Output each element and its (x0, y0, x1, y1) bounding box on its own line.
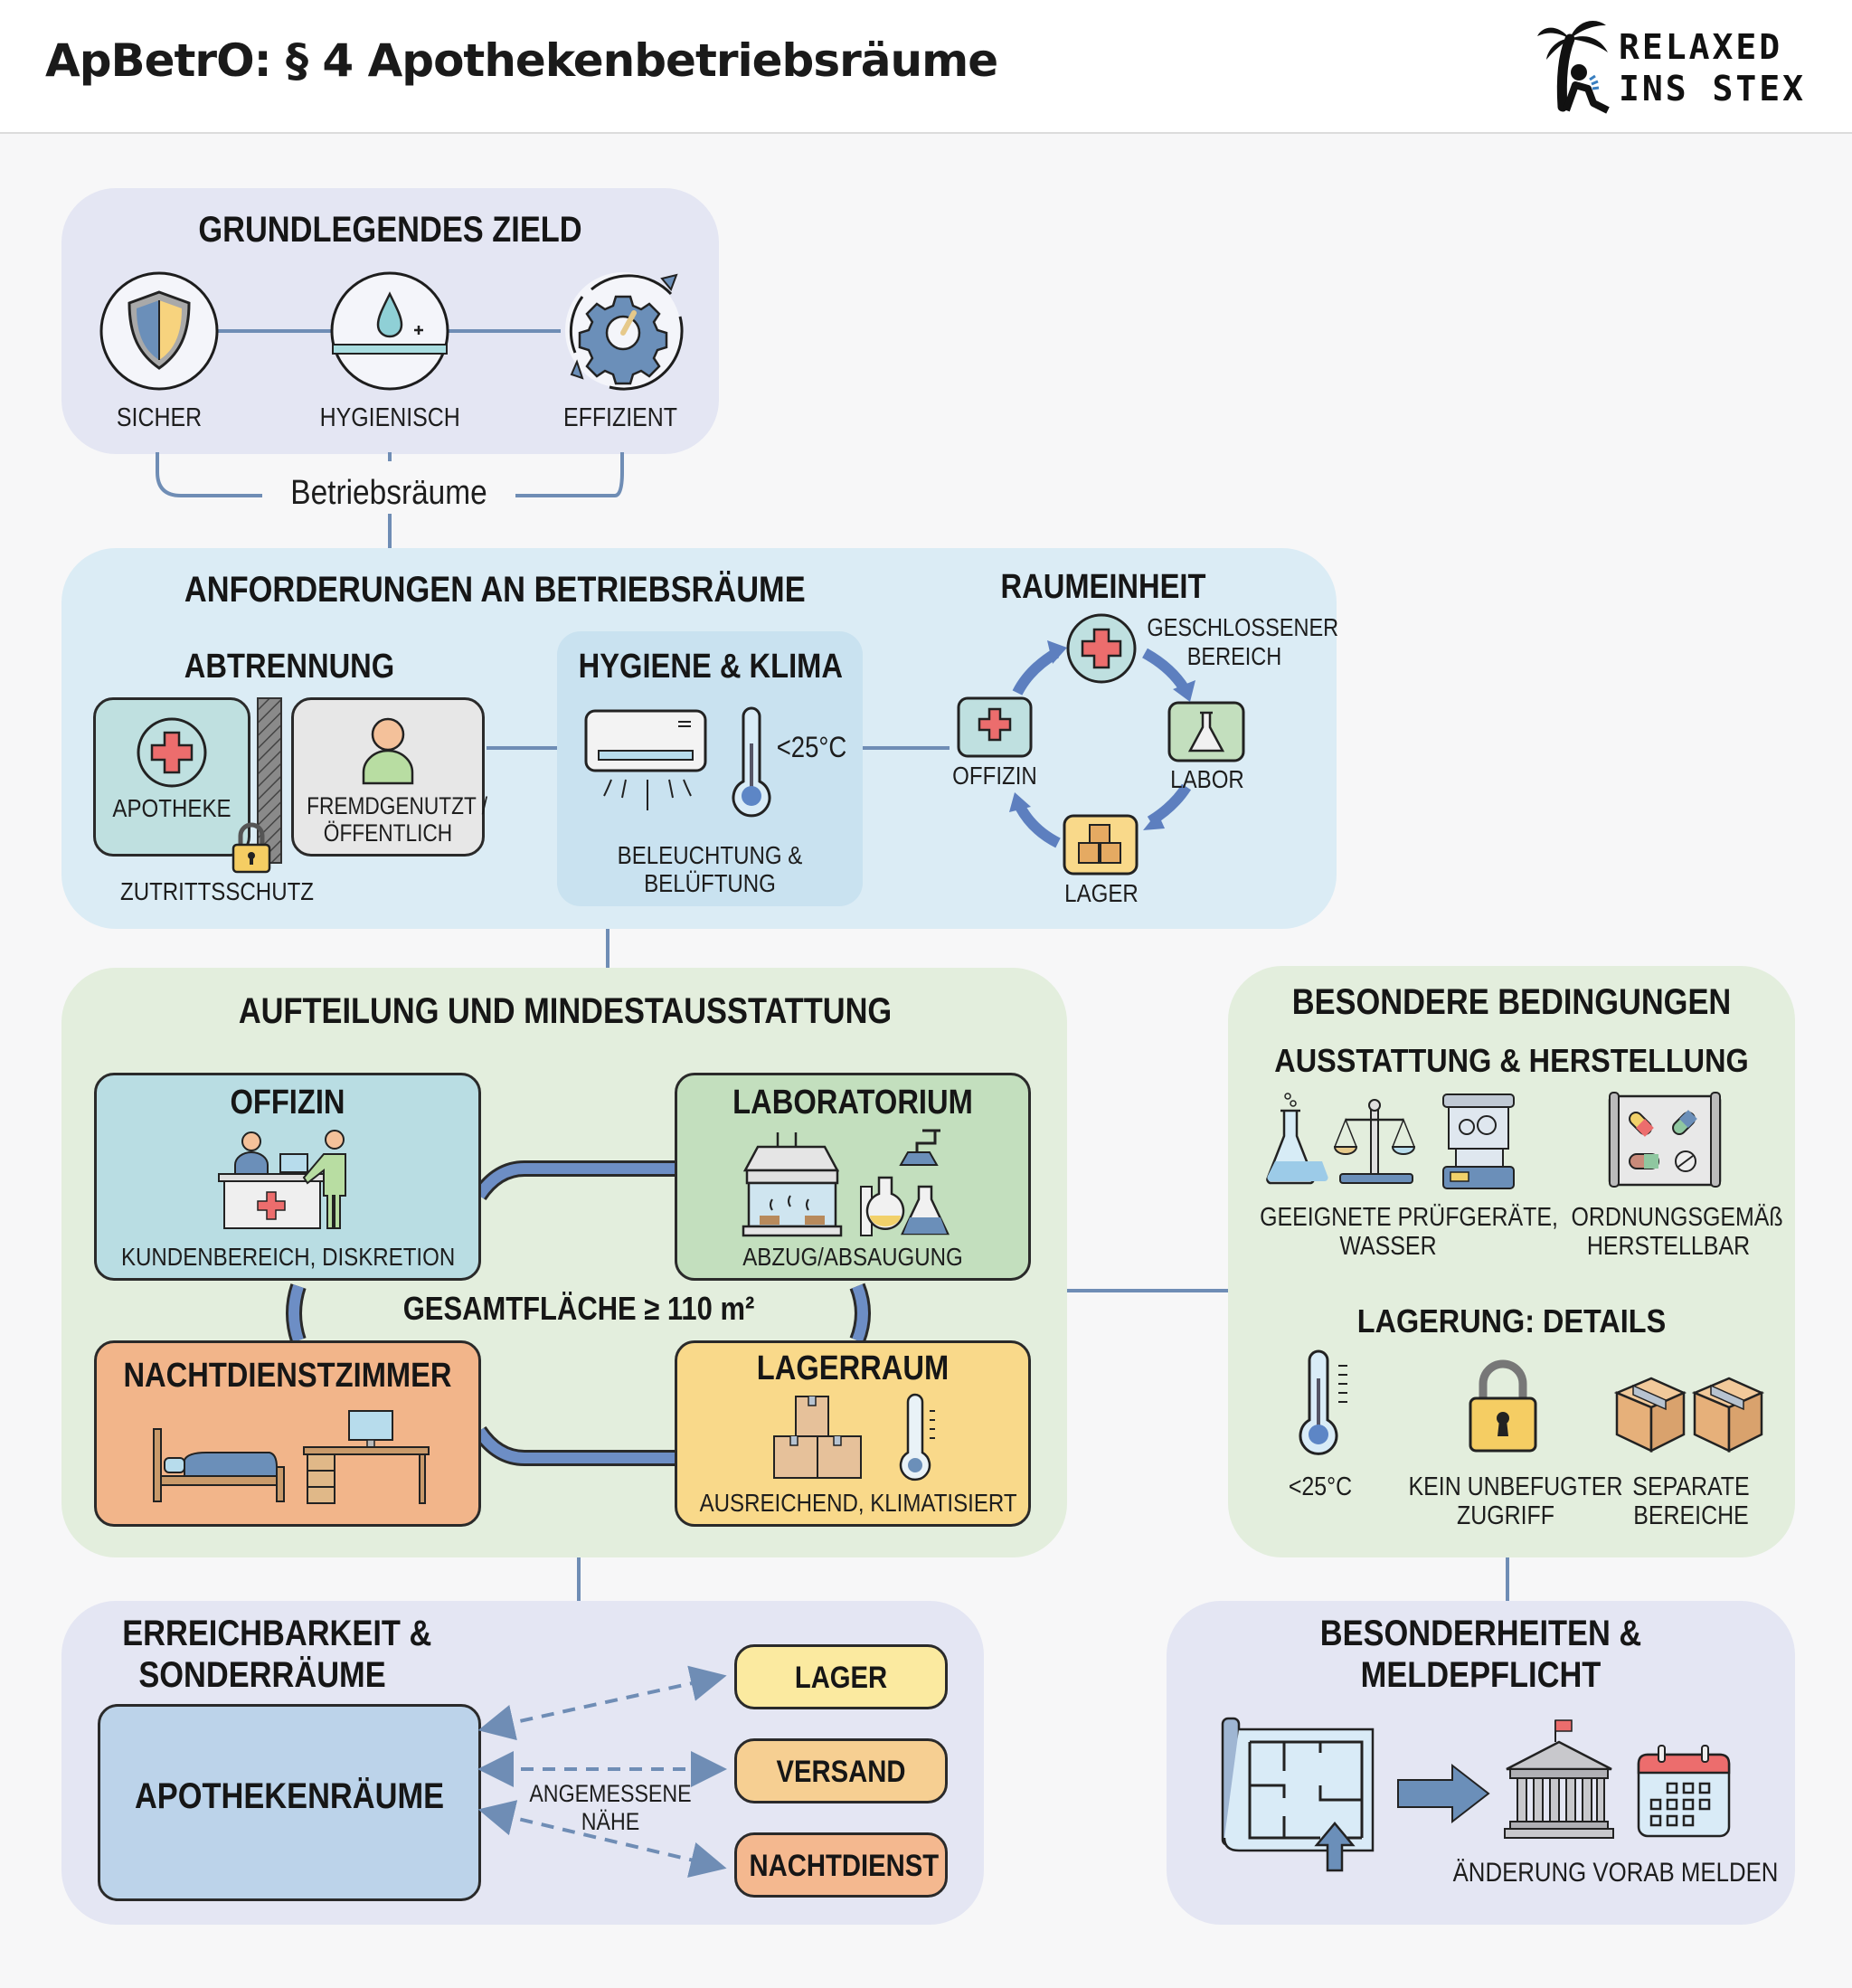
lab-equipment-icon (1266, 1093, 1515, 1189)
reporting-title-1: BESONDERHEITEN & (1319, 1614, 1642, 1653)
special-conditions-title: BESONDERE BEDINGUNGEN (1291, 982, 1732, 1022)
special-room-lager-label: LAGER (794, 1661, 888, 1695)
storage-label-separate-2: BEREICHE (1633, 1501, 1749, 1530)
logo-line1: RELAXED (1619, 27, 1783, 67)
special-room-versand (734, 1738, 948, 1803)
room-caption-lagerraum: AUSREICHEND, KLIMATISIERT (699, 1489, 1017, 1517)
vertical-connector-2 (577, 1557, 581, 1601)
room-caption-offizin: KUNDENBEREICH, DISKRETION (120, 1243, 456, 1271)
authority-building-icon (1504, 1719, 1614, 1839)
reachability-title-2: SONDERRÄUME (138, 1655, 386, 1695)
palm-tree-reader-icon (1537, 21, 1610, 114)
storage-label-access-2: ZUGRIFF (1456, 1501, 1555, 1530)
goal-label-effizient: EFFIZIENT (562, 403, 678, 432)
room-name-nachtdienstzimmer: NACHTDIENSTZIMMER (123, 1357, 452, 1395)
proximity-label-1: ANGEMESSENE (529, 1780, 692, 1807)
main-room-label: APOTHEKENRÄUME (134, 1776, 445, 1816)
proximity-arrows (477, 1665, 727, 1878)
equipment-title: AUSSTATTUNG & HERSTELLUNG (1274, 1042, 1749, 1079)
room-unit-center-label-2: BEREICH (1186, 642, 1282, 670)
room-name-lagerraum: LAGERRAUM (756, 1349, 950, 1387)
pharmacy-counter-icon (218, 1130, 346, 1229)
hygiene-caption-2: BELÜFTUNG (644, 869, 776, 897)
thermometer-icon (732, 706, 771, 818)
goal-label-hygienisch: HYGIENISCH (319, 403, 460, 432)
temperature-label: <25°C (776, 731, 847, 763)
proximity-label-2: NÄHE (581, 1808, 640, 1835)
reporting-caption: ÄNDERUNG VORAB MELDEN (1452, 1858, 1779, 1888)
storage-label-temperature: <25°C (1288, 1472, 1353, 1501)
req-connector-2 (863, 746, 950, 750)
room-card-lagerraum (675, 1340, 1031, 1527)
separation-title: ABTRENNUNG (184, 648, 395, 686)
padlock-icon (232, 822, 271, 874)
room-unit-node-lager: LAGER (1064, 879, 1139, 907)
room-card-laboratorium (675, 1073, 1031, 1281)
special-room-versand-label: VERSAND (776, 1755, 906, 1789)
calendar-icon (1637, 1745, 1731, 1838)
logo-line2: INS STEX (1619, 69, 1807, 109)
equipment-label-2b: HERSTELLBAR (1586, 1232, 1751, 1261)
public-area-label-1: FREMDGENUTZT / (307, 792, 488, 819)
hygiene-caption-1: BELEUCHTUNG & (617, 841, 803, 869)
equipment-label-2a: ORDNUNGSGEMÄß (1571, 1203, 1783, 1232)
horizontal-connector-right (1067, 1289, 1228, 1292)
pill-blueprint-icon (1608, 1092, 1722, 1188)
public-area-label-2: ÖFFENTLICH (323, 819, 453, 847)
reachability-title-1: ERREICHBARKEIT & (122, 1614, 432, 1653)
storage-label-separate-1: SEPARATE (1632, 1472, 1750, 1501)
goal-bracket (156, 452, 624, 548)
pharmacy-card (93, 697, 250, 857)
fume-hood-icon (742, 1129, 950, 1237)
room-unit-title: RAUMEINHEIT (1000, 568, 1206, 606)
water-drop-icon (330, 271, 449, 391)
room-name-offizin: OFFIZIN (230, 1084, 345, 1122)
room-unit-cycle (957, 613, 1245, 876)
reporting-title-2: MELDEPFLICHT (1360, 1655, 1602, 1695)
division-title: AUFTEILUNG UND MINDESTAUSSTATTUNG (238, 991, 893, 1031)
room-name-laboratorium: LABORATORIUM (732, 1084, 973, 1122)
special-room-nachtdienst (734, 1832, 948, 1898)
hygiene-title: HYGIENE & KLIMA (578, 648, 843, 686)
req-connector-1 (487, 746, 557, 750)
pharmacy-label: APOTHEKE (112, 794, 232, 822)
room-caption-laboratorium: ABZUG/ABSAUGUNG (742, 1243, 963, 1271)
room-unit-node-offizin: OFFIZIN (952, 762, 1037, 790)
header: ApBetrO: § 4 Apothekenbetriebsräume RELA… (0, 0, 1852, 134)
special-conditions-panel (1228, 966, 1795, 1557)
storage-thermometer-icon (1299, 1349, 1347, 1455)
boxes-thermometer-icon (773, 1393, 935, 1482)
main-room-box (98, 1704, 481, 1901)
medical-cross-icon (137, 717, 207, 788)
gear-cycle-icon (565, 272, 684, 391)
arrow-right-icon (1397, 1763, 1490, 1824)
total-area-label: GESAMTFLÄCHE ≥ 110 m² (402, 1290, 755, 1327)
floor-plan-icon (1221, 1717, 1375, 1872)
vertical-connector-1 (606, 929, 609, 968)
air-conditioner-icon (584, 709, 707, 810)
bed-desk-icon (153, 1410, 430, 1504)
goal-connector-label: Betriebsräume (290, 474, 487, 512)
special-room-lager (734, 1644, 948, 1709)
equipment-label-1b: WASSER (1339, 1232, 1437, 1261)
person-icon (362, 717, 414, 785)
logo: RELAXED INS STEX (1535, 16, 1807, 116)
page-title: ApBetrO: § 4 Apothekenbetriebsräume (45, 34, 998, 87)
shield-icon (99, 271, 219, 391)
room-unit-node-labor: LABOR (1170, 765, 1244, 793)
requirements-title: ANFORDERUNGEN AN BETRIEBSRÄUME (184, 570, 806, 610)
room-unit-center-label-1: GESCHLOSSENER (1147, 613, 1339, 641)
storage-title: LAGERUNG: DETAILS (1356, 1302, 1667, 1340)
storage-label-access-1: KEIN UNBEFUGTER (1408, 1472, 1623, 1501)
vertical-connector-3 (1506, 1557, 1509, 1601)
access-protection-label: ZUTRITTSSCHUTZ (119, 877, 315, 905)
equipment-label-1a: GEEIGNETE PRÜFGERÄTE, (1260, 1203, 1558, 1232)
goal-label-sicher: SICHER (116, 403, 203, 432)
storage-padlock-icon (1469, 1359, 1537, 1453)
goal-title: GRUNDLEGENDES ZIELD (198, 210, 582, 250)
separate-boxes-icon (1613, 1377, 1765, 1453)
special-room-nachtdienst-label: NACHTDIENST (749, 1849, 940, 1883)
